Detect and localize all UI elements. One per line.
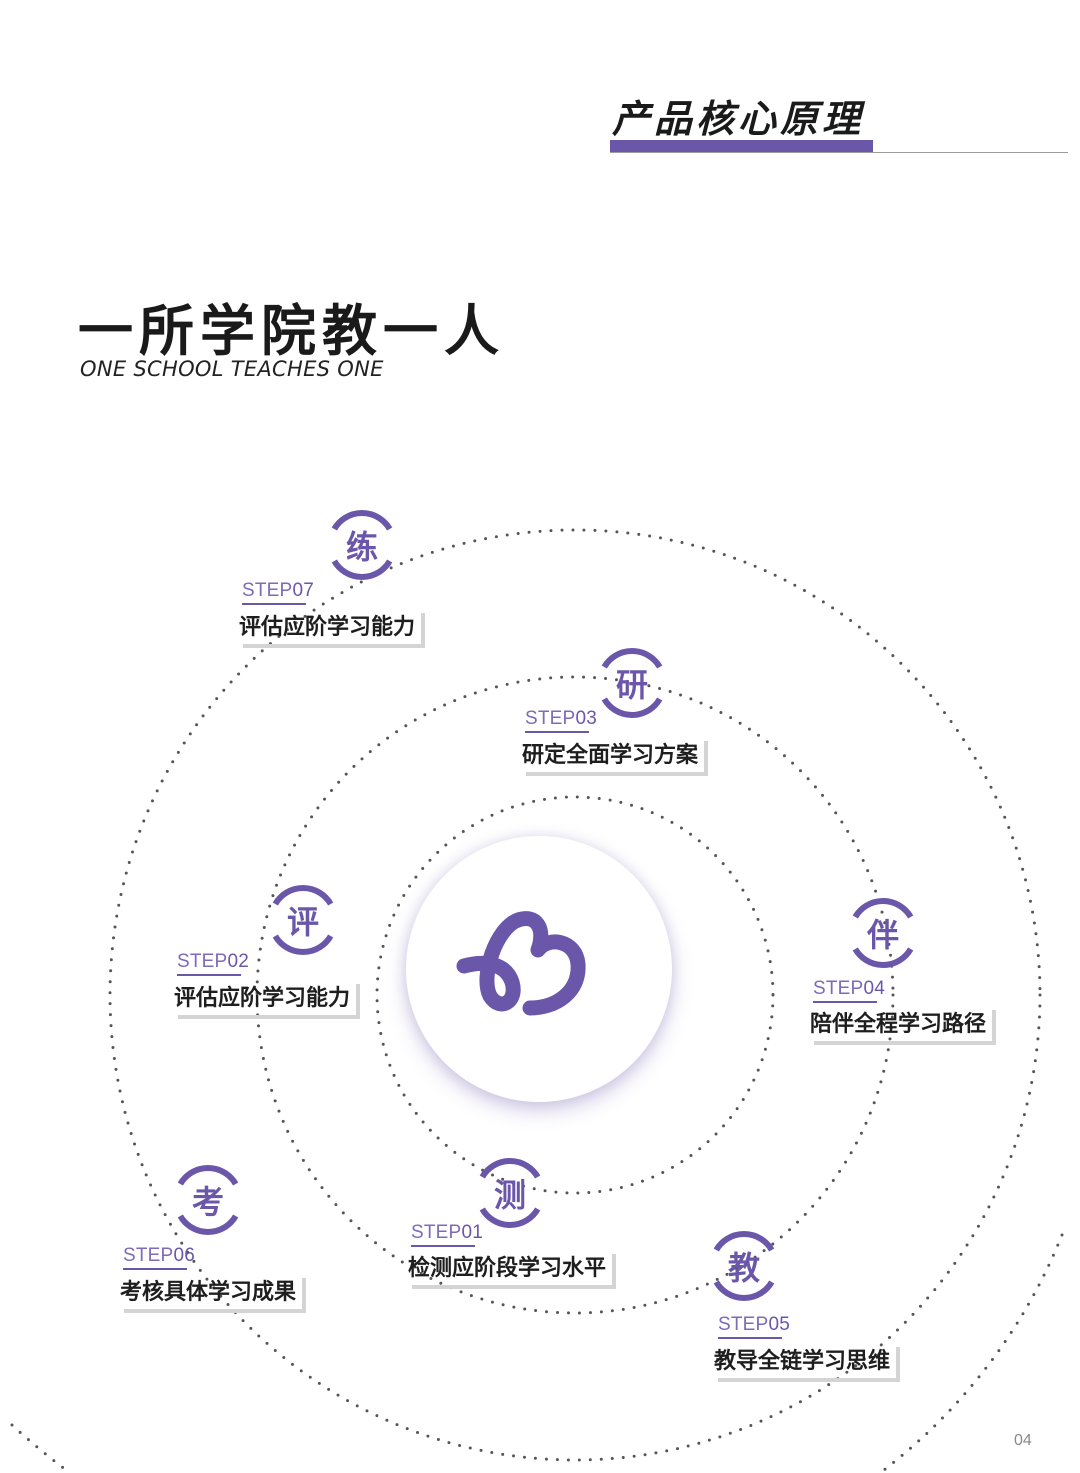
step-04-char: 伴 <box>866 916 899 954</box>
step-05-icon: 教 <box>706 1228 782 1304</box>
step-02-char: 评 <box>286 903 319 941</box>
step-06-tag: STEP06 <box>123 1245 195 1270</box>
step-03-char: 研 <box>615 666 648 704</box>
step-06-char: 考 <box>191 1183 224 1221</box>
step-ring-arc <box>177 1214 239 1235</box>
orbit-middle <box>255 675 895 1315</box>
step-01-char: 测 <box>493 1176 526 1214</box>
sub-heading: ONE SCHOOL TEACHES ONE <box>80 357 384 381</box>
step-03-label: 研定全面学习方案 <box>522 737 704 772</box>
step-ring-arc <box>331 559 393 580</box>
title-divider-line <box>610 152 1068 153</box>
step-ring-arc <box>601 697 663 718</box>
step-ring-arc <box>852 898 914 919</box>
step-06-icon: 考 <box>170 1162 246 1238</box>
step-ring-arc <box>331 510 393 531</box>
center-hub <box>406 836 672 1102</box>
step-01-icon: 测 <box>472 1155 548 1231</box>
step-04-icon: 伴 <box>845 895 921 971</box>
step-01-tag: STEP01 <box>411 1222 483 1247</box>
step-04-tag: STEP04 <box>813 978 885 1003</box>
step-03-tag: STEP03 <box>525 708 597 733</box>
step-ring-arc <box>479 1158 541 1179</box>
step-07-icon: 练 <box>324 507 400 583</box>
main-heading: 一所学院教一人 <box>78 299 506 363</box>
step-07-tag: STEP07 <box>242 580 314 605</box>
orbit-outer-top <box>108 528 1042 1462</box>
step-ring-arc <box>479 1207 541 1228</box>
title-accent-bar <box>610 140 873 153</box>
step-07-char: 练 <box>345 528 378 566</box>
step-ring-arc <box>713 1280 775 1301</box>
step-02-icon: 评 <box>265 882 341 958</box>
section-title: 产品核心原理 <box>612 97 865 141</box>
step-02-tag: STEP02 <box>177 951 249 976</box>
step-ring-arc <box>852 947 914 968</box>
step-04-label: 陪伴全程学习路径 <box>810 1006 992 1041</box>
orbit-corner-right <box>878 1233 1064 1473</box>
step-ring-arc <box>713 1231 775 1252</box>
page-number: 04 <box>1014 1432 1032 1449</box>
step-05-char: 教 <box>727 1249 760 1287</box>
step-06-label: 考核具体学习成果 <box>120 1274 302 1309</box>
step-05-tag: STEP05 <box>718 1314 790 1339</box>
step-ring-arc <box>272 934 334 955</box>
step-ring-arc <box>601 648 663 669</box>
step-ring-arc <box>177 1165 239 1186</box>
step-ring-arc <box>272 885 334 906</box>
orbit-corner-left <box>10 1423 72 1473</box>
step-02-label: 评估应阶学习能力 <box>174 980 356 1015</box>
step-05-label: 教导全链学习思维 <box>714 1343 896 1378</box>
step-07-label: 评估应阶学习能力 <box>239 609 421 644</box>
step-01-label: 检测应阶段学习水平 <box>408 1250 612 1285</box>
step-03-icon: 研 <box>594 645 670 721</box>
brand-logo-icon <box>456 911 586 1016</box>
orbit-inner <box>375 795 775 1195</box>
